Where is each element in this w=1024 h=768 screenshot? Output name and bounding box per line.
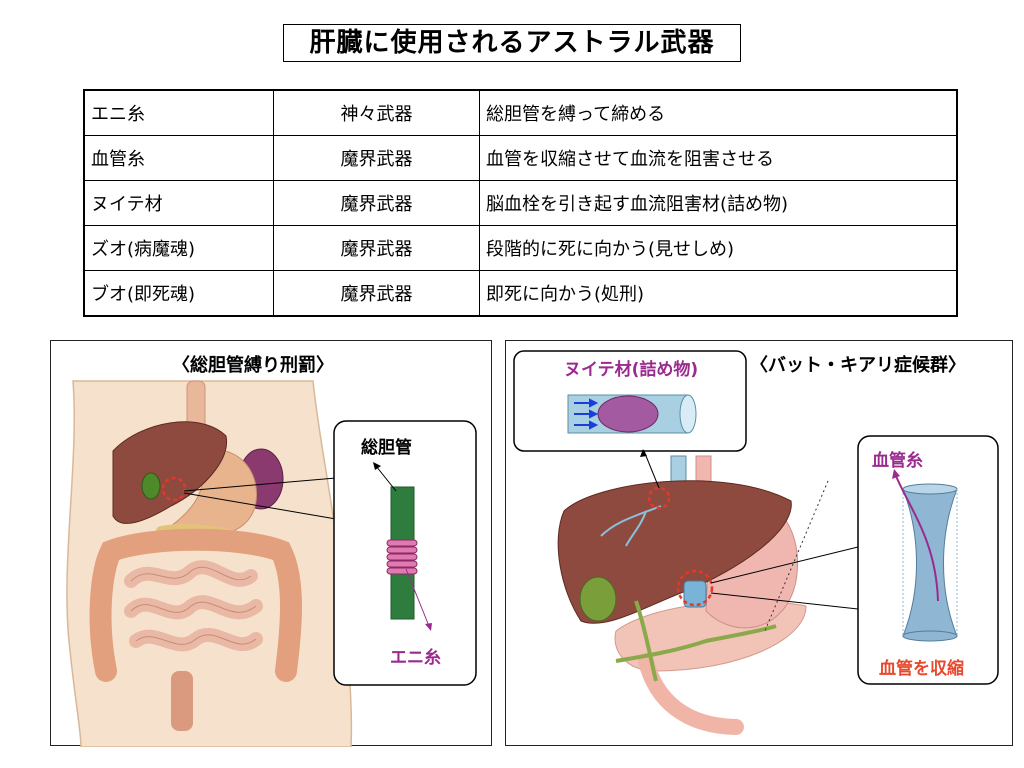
large-intestine (89, 528, 302, 682)
weapon-name: エニ糸 (83, 89, 274, 136)
weapon-name: ヌイテ材 (83, 180, 274, 226)
arrowhead (892, 469, 900, 479)
arrowhead (373, 462, 381, 470)
liver-illustration (513, 350, 999, 735)
right-panel-budd-chiari: 〈バット・キアリ症候群〉 ヌイテ材(詰め物) 血管糸 血管を収縮 (505, 340, 1013, 746)
hepatic-veins (600, 505, 662, 547)
weapon-name: 血管糸 (83, 135, 274, 181)
hepatic-vein-segment (683, 580, 707, 608)
flow-arrows (574, 398, 599, 430)
liver (112, 421, 228, 524)
rectum (171, 671, 193, 731)
vessel-constriction-label: 血管を収縮 (879, 659, 964, 679)
bile-duct-label: 総胆管 (361, 438, 412, 458)
weapon-category: 神々武器 (273, 89, 480, 136)
target-circle (161, 476, 187, 502)
gallbladder (579, 576, 617, 622)
weapon-effect: 即死に向かう(処刑) (479, 270, 958, 317)
connector-line (710, 546, 859, 584)
table-row: ブオ(即死魂) 魔界武器 即死に向かう(処刑) (83, 270, 958, 317)
table-row: ズオ(病魔魂) 魔界武器 段階的に死に向かう(見せしめ) (83, 225, 958, 271)
eni-thread-knot (386, 539, 418, 575)
weapons-table: エニ糸 神々武器 総胆管を縛って締める 血管糸 魔界武器 血管を収縮させて血流を… (83, 89, 958, 317)
left-panel-bile-duct: 〈総胆管縛り刑罰〉 総胆管 エニ糸 (50, 340, 492, 747)
weapon-category: 魔界武器 (273, 270, 480, 317)
connector-line (183, 492, 337, 520)
bile-ducts (615, 600, 777, 682)
connector-line (710, 592, 859, 610)
duodenum (638, 653, 744, 735)
blood-vessel-thread (895, 475, 939, 602)
weapon-category: 魔界武器 (273, 225, 480, 271)
table-row: 血管糸 魔界武器 血管を収縮させて血流を阻害させる (83, 135, 958, 181)
vessel-opening (679, 394, 697, 434)
abdomen-illustration (66, 380, 477, 747)
connector-line (643, 450, 660, 489)
weapon-effect: 総胆管を縛って締める (479, 89, 958, 136)
page-title: 肝臓に使用されるアストラル武器 (283, 24, 741, 62)
table-row: ヌイテ材 魔界武器 脳血栓を引き起す血流阻害材(詰め物) (83, 180, 958, 226)
weapon-effect: 脳血栓を引き起す血流阻害材(詰め物) (479, 180, 958, 226)
panel-heading: 〈バット・キアリ症候群〉 (750, 355, 966, 376)
small-intestine-outline (130, 566, 257, 645)
target-circle-plug (647, 486, 671, 510)
nuite-plug (597, 395, 659, 433)
blood-vessel-thread-label: 血管糸 (872, 451, 923, 471)
connector-line (183, 477, 337, 492)
weapon-name: ブオ(即死魂) (83, 270, 274, 317)
target-circle-vessel (676, 569, 714, 607)
table-row: エニ糸 神々武器 総胆管を縛って締める (83, 89, 958, 136)
vessel-top (902, 483, 958, 495)
bile-duct-pointer (375, 465, 397, 492)
liver (557, 480, 792, 624)
weapon-effect: 血管を収縮させて血流を阻害させる (479, 135, 958, 181)
weapon-category: 魔界武器 (273, 135, 480, 181)
weapon-name: ズオ(病魔魂) (83, 225, 274, 271)
nuite-material-label: ヌイテ材(詰め物) (564, 360, 699, 380)
vessel-bottom (902, 630, 958, 642)
weapon-category: 魔界武器 (273, 180, 480, 226)
gallbladder (141, 472, 161, 500)
arrowhead (425, 623, 432, 631)
weapon-effect: 段階的に死に向かう(見せしめ) (479, 225, 958, 271)
eni-thread-label: エニ糸 (390, 648, 441, 668)
eni-thread-pointer (405, 568, 430, 627)
arrowhead (640, 449, 647, 457)
panel-heading: 〈総胆管縛り刑罰〉 (172, 355, 334, 376)
